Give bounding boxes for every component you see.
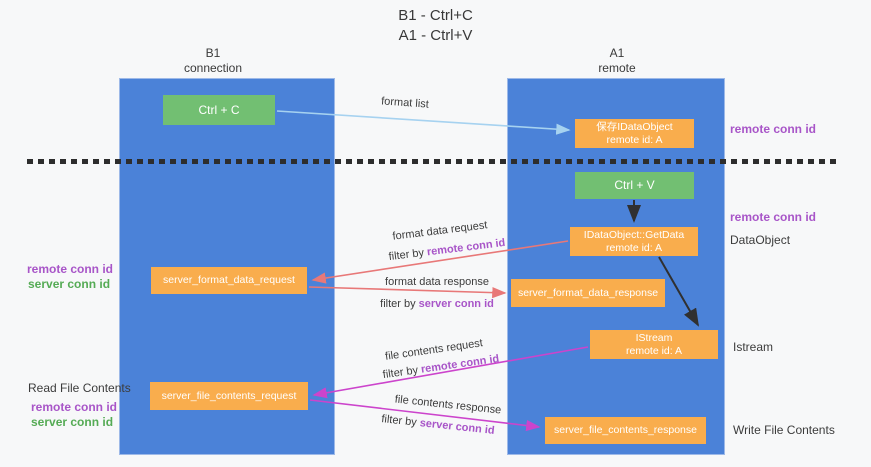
filter-by-text: filter by bbox=[380, 298, 419, 310]
read-file-contents-annotation: Read File Contents bbox=[28, 381, 131, 395]
ctrl-v-node: Ctrl + V bbox=[575, 172, 694, 199]
server-format-data-response-label: server_format_data_response bbox=[517, 286, 659, 299]
diagram-title: B1 - Ctrl+C A1 - Ctrl+V bbox=[0, 6, 871, 46]
right-column-subtitle: remote bbox=[598, 61, 636, 75]
remote-conn-id-annotation-left-2: remote conn id bbox=[31, 400, 118, 414]
ctrl-c-label: Ctrl + C bbox=[198, 102, 240, 117]
save-idataobject-node: 保存IDataObject remote id: A bbox=[575, 119, 694, 148]
server-file-contents-request-node: server_file_contents_request bbox=[150, 382, 308, 410]
server-file-contents-request-label: server_file_contents_request bbox=[161, 389, 297, 402]
right-column-header: A1 remote bbox=[537, 46, 697, 76]
server-format-data-request-label: server_format_data_request bbox=[163, 274, 295, 286]
left-column-header: B1 connection bbox=[133, 46, 293, 76]
filter-by-text: filter by bbox=[388, 246, 428, 264]
remote-conn-id-annotation-2: remote conn id bbox=[730, 210, 817, 224]
istream-annotation: Istream bbox=[733, 340, 774, 354]
format-data-response-label: format data response bbox=[385, 276, 489, 288]
title-line-1: B1 - Ctrl+C bbox=[398, 7, 473, 24]
copy-paste-separator-line bbox=[27, 159, 841, 164]
istream-line2: remote id: A bbox=[625, 344, 683, 357]
getdata-line1: IDataObject::GetData bbox=[583, 228, 685, 241]
server-file-contents-response-node: server_file_contents_response bbox=[545, 417, 706, 444]
getdata-line2: remote id: A bbox=[605, 241, 663, 254]
save-idataobject-line2: remote id: A bbox=[606, 133, 663, 146]
server-conn-id-text: server conn id bbox=[418, 298, 494, 310]
istream-node: IStream remote id: A bbox=[590, 330, 718, 359]
ctrl-v-label: Ctrl + V bbox=[614, 178, 655, 192]
write-file-contents-annotation: Write File Contents bbox=[733, 423, 835, 437]
save-idataobject-line1: 保存IDataObject bbox=[596, 120, 673, 133]
server-format-data-request-node: server_format_data_request bbox=[151, 267, 307, 294]
server-conn-id-text: server conn id bbox=[419, 417, 496, 437]
format-list-label: format list bbox=[380, 95, 430, 111]
filter-by-text: filter by bbox=[382, 363, 422, 382]
filter-by-text: filter by bbox=[380, 413, 421, 430]
right-column-name: A1 bbox=[609, 46, 625, 60]
left-column-name: B1 bbox=[205, 46, 221, 60]
remote-conn-id-text: remote conn id bbox=[426, 236, 506, 259]
title-line-2: A1 - Ctrl+V bbox=[398, 27, 473, 44]
server-conn-id-annotation-left-2: server conn id bbox=[31, 415, 114, 429]
filter-by-server-conn-id-label-1: filter by server conn id bbox=[357, 297, 517, 311]
left-column-subtitle: connection bbox=[183, 61, 243, 75]
idataobject-getdata-node: IDataObject::GetData remote id: A bbox=[570, 227, 698, 256]
remote-conn-id-annotation-1: remote conn id bbox=[730, 122, 817, 136]
server-conn-id-annotation-left-1: server conn id bbox=[28, 277, 111, 291]
ctrl-c-node: Ctrl + C bbox=[163, 95, 275, 125]
istream-line1: IStream bbox=[635, 331, 673, 344]
server-format-data-response-node: server_format_data_response bbox=[511, 279, 665, 307]
server-file-contents-response-label: server_file_contents_response bbox=[553, 424, 697, 436]
remote-conn-id-annotation-left-1: remote conn id bbox=[27, 262, 114, 276]
dataobject-annotation: DataObject bbox=[730, 233, 791, 247]
